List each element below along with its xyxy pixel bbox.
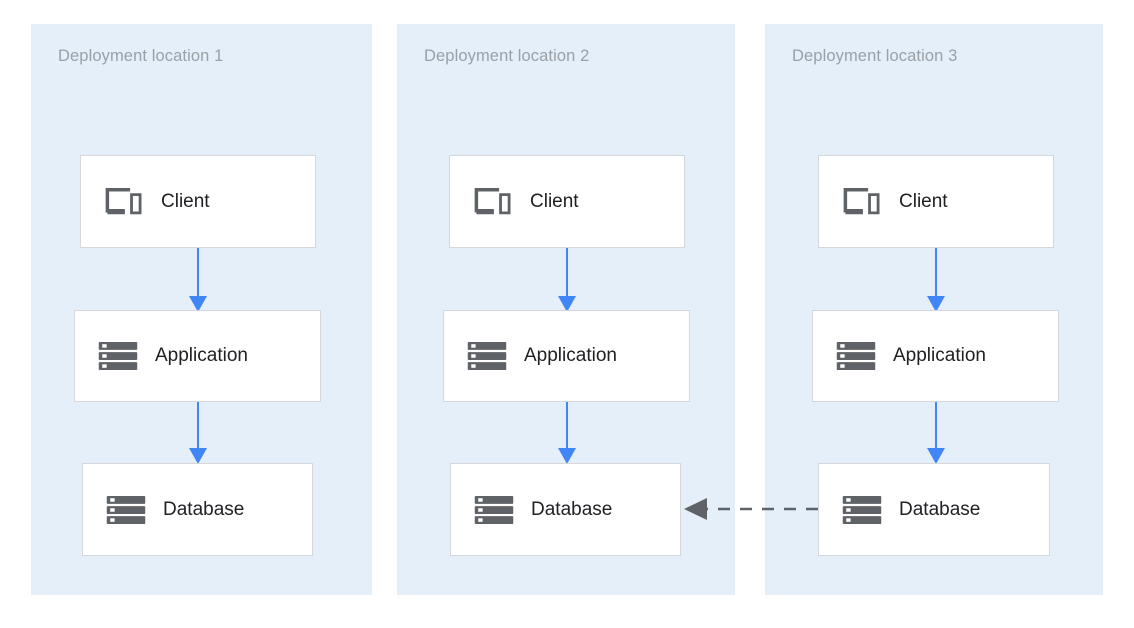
node-database-2[interactable]: Database (450, 463, 681, 556)
node-label-application-3: Application (893, 345, 986, 366)
connector-database-3-to-database-2 (684, 498, 818, 520)
panel-title-2: Deployment location 2 (424, 47, 590, 65)
node-application-1[interactable]: Application (74, 310, 321, 402)
devices-icon (105, 187, 142, 214)
devices-icon (843, 187, 880, 214)
node-label-application-1: Application (155, 345, 248, 366)
server-icon (467, 342, 507, 370)
node-application-2[interactable]: Application (443, 310, 690, 402)
connector-application-3-to-database-3 (927, 402, 945, 464)
connector-client-2-to-application-2 (558, 248, 576, 312)
server-icon (474, 495, 514, 524)
server-icon (106, 495, 146, 524)
connector-application-1-to-database-1 (189, 402, 207, 464)
node-label-database-1: Database (163, 498, 245, 520)
node-label-application-2: Application (524, 345, 617, 366)
connector-application-2-to-database-2 (558, 402, 576, 464)
connector-client-1-to-application-1 (189, 248, 207, 312)
connector-client-3-to-application-3 (927, 248, 945, 312)
node-label-client-2: Client (530, 190, 579, 212)
panel-title-1: Deployment location 1 (58, 47, 224, 65)
node-client-3[interactable]: Client (818, 155, 1054, 248)
server-icon (842, 495, 882, 524)
node-application-3[interactable]: Application (812, 310, 1059, 402)
node-label-client-1: Client (161, 190, 210, 212)
node-client-1[interactable]: Client (80, 155, 316, 248)
node-label-client-3: Client (899, 190, 948, 212)
panel-title-3: Deployment location 3 (792, 47, 958, 65)
node-database-3[interactable]: Database (818, 463, 1050, 556)
node-client-2[interactable]: Client (449, 155, 685, 248)
node-label-database-2: Database (531, 498, 613, 520)
server-icon (836, 342, 876, 370)
node-database-1[interactable]: Database (82, 463, 313, 556)
server-icon (98, 342, 138, 370)
devices-icon (474, 187, 511, 214)
node-label-database-3: Database (899, 498, 981, 520)
